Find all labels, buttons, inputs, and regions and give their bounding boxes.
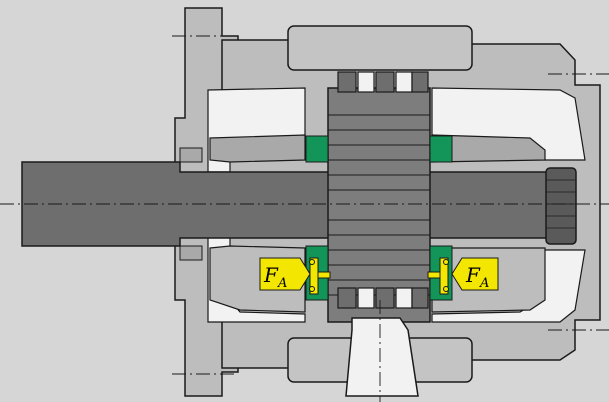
- inner-block-left-top: [209, 134, 306, 163]
- rotor: [327, 87, 431, 323]
- thrust-ring-left: [309, 257, 331, 295]
- seal-top-right: [429, 135, 453, 163]
- force-left-sub: A: [277, 276, 287, 291]
- center-lines: [0, 35, 609, 402]
- top-boss: [287, 25, 473, 71]
- right-bearing: [545, 167, 577, 245]
- force-right-main: F: [465, 263, 481, 287]
- bottom-port: [345, 317, 419, 397]
- shaft-seal-bottom: [179, 245, 203, 261]
- shaft-right: [427, 171, 549, 239]
- piston-bores-top: [337, 71, 429, 93]
- shaft-seal-top: [179, 147, 203, 163]
- seal-top-left: [305, 135, 329, 163]
- force-right-sub: A: [479, 276, 489, 291]
- force-label-right: F A: [451, 257, 499, 291]
- thrust-ring-right: [427, 257, 449, 295]
- force-left-main: F: [263, 263, 279, 287]
- force-label-left: F A: [259, 257, 311, 291]
- piston-bores-bottom: [337, 287, 429, 309]
